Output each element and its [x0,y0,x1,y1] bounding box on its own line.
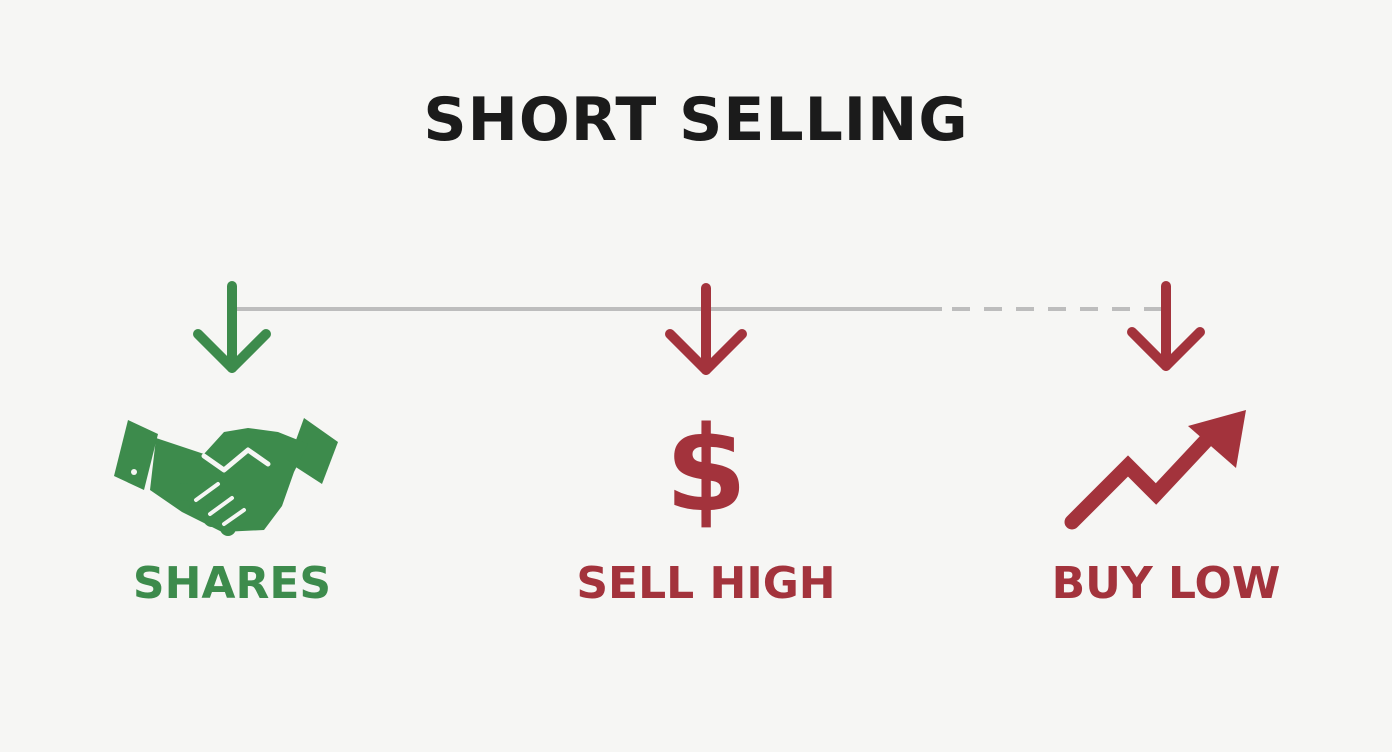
step-label-sell-high: SELL HIGH [576,558,836,609]
step-label-buy-low: BUY LOW [1051,558,1281,609]
handshake-icon [114,418,338,536]
diagram-title: SHORT SELLING [423,85,969,155]
step-buy-low: BUY LOW [1006,280,1326,610]
step-shares: SHARES [72,280,392,610]
down-arrow-icon [1127,281,1205,371]
step-sell-high: $ SELL HIGH [546,280,866,610]
step-label-shares: SHARES [132,558,332,609]
dollar-sign-icon: $ [664,400,748,538]
trend-up-arrow-icon [1064,410,1246,530]
down-arrow-icon [193,281,271,373]
down-arrow-icon [665,283,747,375]
